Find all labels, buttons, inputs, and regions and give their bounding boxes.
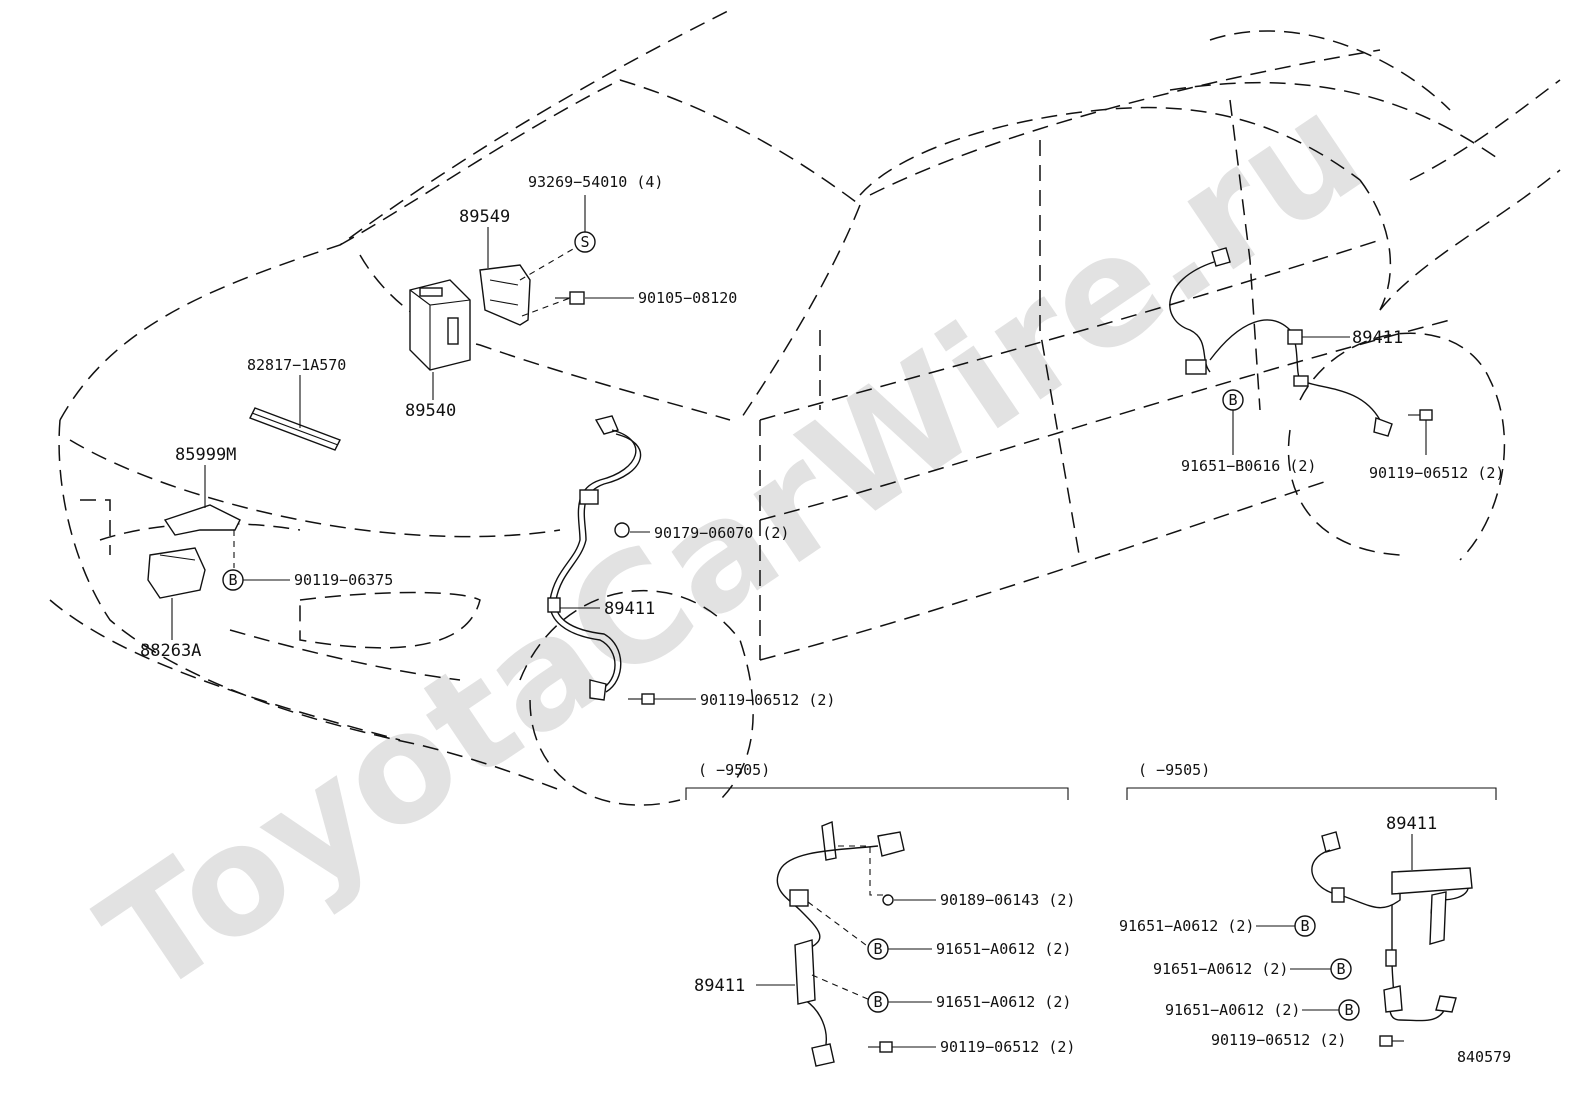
label-88263a: 88263A — [140, 641, 201, 661]
label-90119-06375: 90119−06375 — [294, 571, 393, 589]
front-sensor-harness-89411 — [547, 415, 642, 701]
inset-right-harness — [1311, 831, 1473, 1022]
label-inset-left-90189: 90189−06143 (2) — [940, 891, 1075, 909]
svg-text:B: B — [1228, 391, 1237, 409]
svg-text:B: B — [1336, 960, 1345, 978]
label-inset-left-89411: 89411 — [694, 976, 745, 996]
connector-88263a — [147, 547, 206, 599]
bracket-85999m — [163, 504, 241, 536]
bolt-90105-icon — [555, 291, 585, 305]
inset-right: ( −9505) 89411 B 91651−A0612 (2) B 91651 — [1119, 761, 1497, 1049]
inset-left-b-marker-1: B — [867, 938, 889, 960]
inset-left-b-marker-2: B — [867, 991, 889, 1013]
inset-left-bracket — [685, 787, 1069, 800]
inset-right-header: ( −9505) — [1138, 761, 1210, 779]
label-89549: 89549 — [459, 207, 510, 227]
inset-right-b-marker-1: B — [1294, 915, 1316, 937]
s-marker-93269: S — [574, 231, 596, 253]
watermark: ToyotaCarWire.ru — [73, 61, 1393, 1030]
label-rear-90119-06512: 90119−06512 (2) — [1369, 464, 1504, 482]
label-front-90119-06512: 90119−06512 (2) — [700, 691, 835, 709]
label-91651-b0616: 91651−B0616 (2) — [1181, 457, 1316, 475]
label-85999m: 85999M — [175, 445, 236, 465]
leader-s-marker — [519, 241, 586, 281]
inset-left-bolt-icon — [868, 1041, 893, 1053]
nut-90179-icon — [614, 522, 630, 538]
label-inset-left-91651-1: 91651−A0612 (2) — [936, 940, 1071, 958]
rear-sensor-harness-89411 — [1169, 247, 1393, 437]
bolt-90119-rear-icon — [1408, 409, 1433, 455]
label-rear-89411: 89411 — [1352, 328, 1403, 348]
label-front-89411: 89411 — [604, 599, 655, 619]
label-90179-06070: 90179−06070 (2) — [654, 524, 789, 542]
svg-text:B: B — [873, 940, 882, 958]
inset-left-screw-icon — [882, 894, 894, 906]
svg-text:B: B — [873, 993, 882, 1011]
b-marker-91651-b0616: B — [1222, 389, 1244, 411]
ecu-89540 — [409, 279, 471, 371]
label-inset-right-91651-3: 91651−A0612 (2) — [1165, 1001, 1300, 1019]
inset-left-harness — [776, 821, 905, 1067]
svg-text:B: B — [1300, 917, 1309, 935]
label-inset-right-91651-1: 91651−A0612 (2) — [1119, 917, 1254, 935]
label-inset-right-89411: 89411 — [1386, 814, 1437, 834]
label-inset-left-91651-2: 91651−A0612 (2) — [936, 993, 1071, 1011]
bracket-89549 — [479, 264, 531, 326]
car-body-outline — [49, 9, 1561, 806]
label-inset-right-91651-2: 91651−A0612 (2) — [1153, 960, 1288, 978]
inset-right-b-marker-2: B — [1330, 958, 1352, 980]
label-82817-1a570: 82817−1A570 — [247, 356, 346, 374]
b-marker-90119-06375: B — [222, 569, 244, 591]
label-90105-08120: 90105−08120 — [638, 289, 737, 307]
label-inset-left-90119: 90119−06512 (2) — [940, 1038, 1075, 1056]
strip-82817 — [249, 407, 341, 451]
inset-right-bracket — [1126, 787, 1497, 800]
label-93269-54010: 93269−54010 (4) — [528, 173, 663, 191]
svg-text:B: B — [1344, 1001, 1353, 1019]
inset-right-b-marker-3: B — [1338, 999, 1360, 1021]
label-inset-right-90119: 90119−06512 (2) — [1211, 1031, 1346, 1049]
svg-text:S: S — [580, 233, 589, 251]
leader-bolt-90105-dotted — [521, 297, 571, 317]
label-89540: 89540 — [405, 401, 456, 421]
inset-left-header: ( −9505) — [698, 761, 770, 779]
inset-right-bolt-icon — [1379, 1035, 1404, 1047]
drawing-number: 840579 — [1457, 1048, 1511, 1066]
inset-left: ( −9505) 90189−06143 (2) B 91651−A0612 (… — [685, 761, 1075, 1067]
svg-text:B: B — [228, 571, 237, 589]
